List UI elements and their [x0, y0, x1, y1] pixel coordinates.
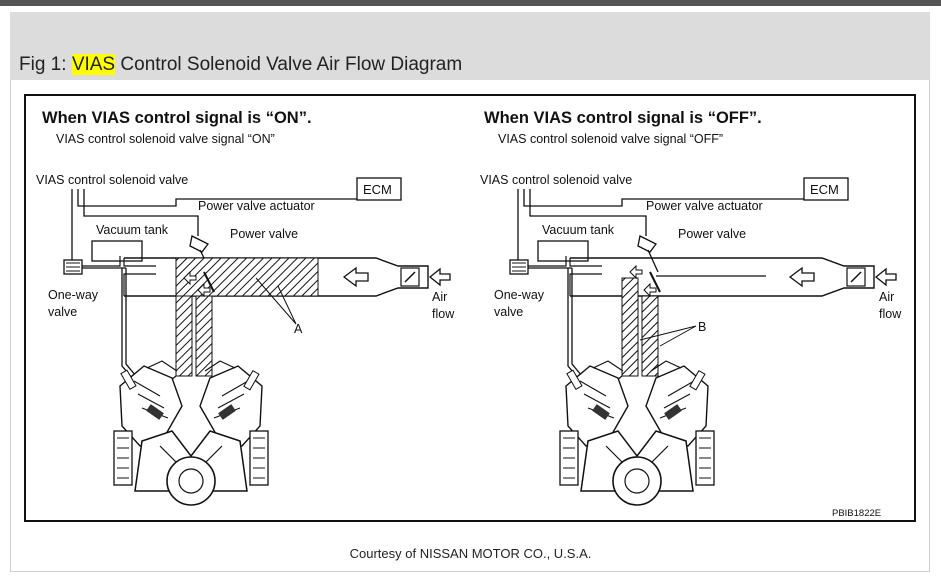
actuator-label: Power valve actuator: [646, 199, 763, 213]
panel-on-title: When VIAS control signal is “ON”.: [42, 109, 312, 127]
callout-b: B: [698, 320, 706, 334]
vacuum-tank: [537, 240, 589, 262]
solenoid-label: VIAS control solenoid valve: [480, 173, 632, 187]
tank-label: Vacuum tank: [96, 223, 169, 237]
caption-rest: Control Solenoid Valve Air Flow Diagram: [115, 54, 463, 75]
power-valve-label: Power valve: [230, 227, 298, 241]
panel-on-subtitle: VIAS control solenoid valve signal “ON”: [56, 132, 275, 146]
air-label-1: Air: [432, 290, 447, 304]
power-valve-actuator: [189, 235, 209, 253]
power-valve-actuator: [637, 235, 657, 253]
oneway-label-2: valve: [48, 305, 77, 319]
figure-code: PBIB1822E: [832, 508, 881, 519]
panel-on: When VIAS control signal is “ON”. VIAS c…: [36, 109, 455, 506]
panel-off-subtitle: VIAS control solenoid valve signal “OFF”: [498, 132, 723, 146]
ecm-box: [356, 177, 402, 201]
oneway-label-1: One-way: [48, 288, 99, 302]
tank-label: Vacuum tank: [542, 223, 615, 237]
panel-off: When VIAS control signal is “OFF”. VIAS …: [480, 109, 902, 506]
ecm-label: ECM: [363, 182, 392, 197]
oneway-label-1: One-way: [494, 288, 545, 302]
figure-caption: Fig 1: VIAS Control Solenoid Valve Air F…: [19, 54, 462, 76]
vias-diagram: When VIAS control signal is “ON”. VIAS c…: [24, 94, 916, 522]
air-flow-path-b: [621, 277, 639, 377]
actuator-label: Power valve actuator: [198, 199, 315, 213]
window-top-bar: [0, 0, 941, 6]
caption-prefix: Fig 1:: [19, 54, 72, 75]
diagram-svg: When VIAS control signal is “ON”. VIAS c…: [36, 109, 902, 519]
ecm-label: ECM: [810, 182, 839, 197]
caption-highlight: VIAS: [71, 54, 116, 75]
air-label-2: flow: [879, 307, 902, 321]
power-valve-label: Power valve: [678, 227, 746, 241]
solenoid-label: VIAS control solenoid valve: [36, 173, 188, 187]
air-label-2: flow: [432, 307, 455, 321]
air-flow-path-a: [175, 257, 319, 297]
callout-a: A: [294, 322, 303, 336]
oneway-label-2: valve: [494, 305, 523, 319]
courtesy-note: Courtesy of NISSAN MOTOR CO., U.S.A.: [349, 546, 592, 561]
panel-off-title: When VIAS control signal is “OFF”.: [484, 109, 762, 127]
caption-bar: Fig 1: VIAS Control Solenoid Valve Air F…: [10, 12, 930, 80]
ecm-box: [803, 177, 849, 201]
vacuum-tank: [91, 240, 143, 262]
air-label-1: Air: [879, 290, 894, 304]
